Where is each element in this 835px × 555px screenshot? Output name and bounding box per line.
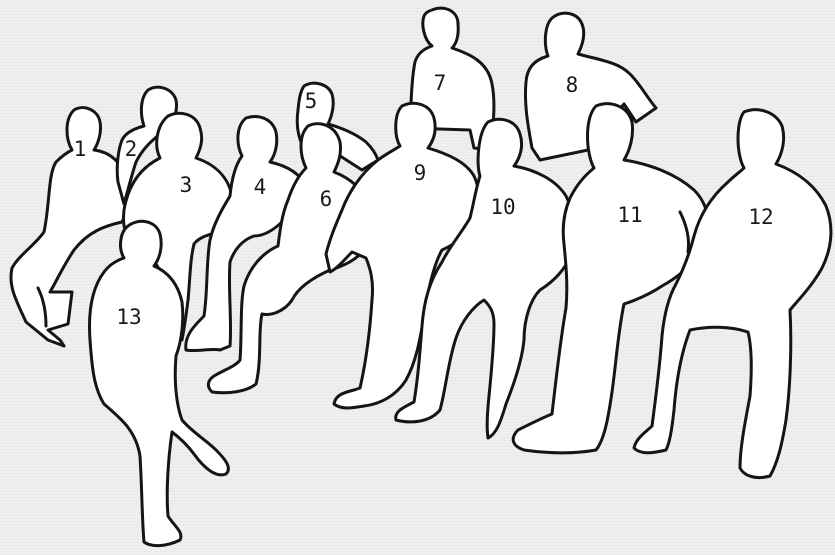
label-13: 13 (116, 305, 141, 329)
label-3: 3 (180, 173, 193, 197)
label-11: 11 (617, 203, 642, 227)
label-8: 8 (566, 73, 579, 97)
label-1: 1 (74, 137, 87, 161)
label-9: 9 (414, 161, 427, 185)
label-2: 2 (125, 137, 138, 161)
label-7: 7 (434, 71, 447, 95)
label-10: 10 (490, 195, 515, 219)
label-12: 12 (748, 205, 773, 229)
label-4: 4 (254, 175, 267, 199)
figure-12 (634, 110, 831, 478)
label-5: 5 (305, 89, 318, 113)
label-6: 6 (320, 187, 333, 211)
